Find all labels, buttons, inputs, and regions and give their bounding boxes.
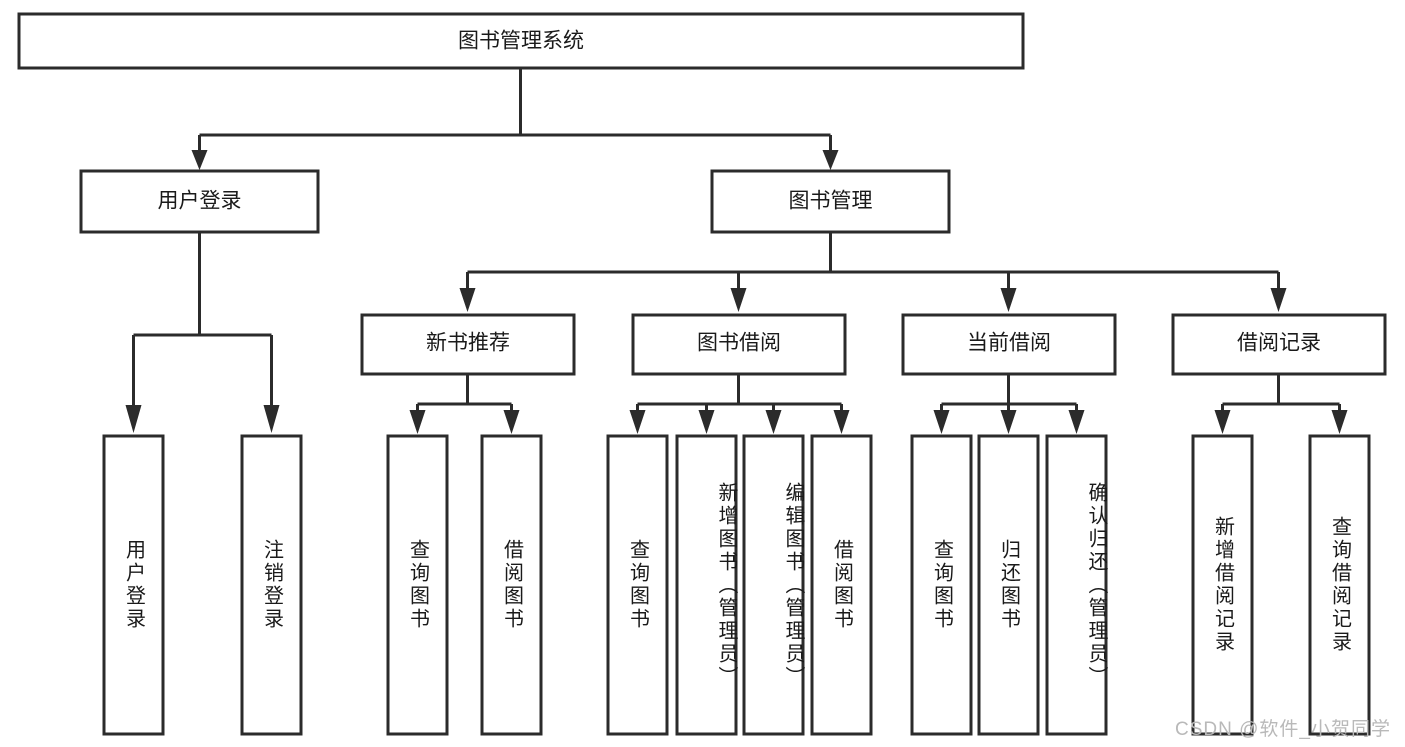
node-leaf-recommend-2[interactable] [480,434,543,736]
node-borrow-record-label: 借阅记录 [1237,332,1321,355]
arrow-record-leaf-2 [1331,410,1348,434]
node-leaf-book-borrow-4[interactable] [810,434,873,736]
node-root[interactable] [17,12,1025,70]
node-current-borrow-label: 当前借阅 [967,332,1051,355]
node-leaf-book-borrow-2[interactable] [675,434,738,736]
arrow-userlogin-leaf-1 [125,405,142,433]
node-book-borrow-label: 图书借阅 [697,332,781,355]
arrow-record-leaf-1 [1214,410,1231,434]
node-borrow-record[interactable] [1171,313,1387,376]
arrow-borrow-leaf-2 [698,410,715,434]
node-book-manage-label: 图书管理 [789,190,873,213]
node-leaf-current-borrow-1[interactable] [910,434,973,736]
node-user-login-label: 用户登录 [158,190,242,213]
arrow-current-leaf-3 [1068,410,1085,434]
watermark-text: CSDN @软件_小贺同学 [1175,719,1391,740]
arrow-current-leaf-1 [933,410,950,434]
arrow-recommend-leaf-1 [409,410,426,434]
node-book-borrow[interactable] [631,313,847,376]
arrow-to-user-login [191,150,208,170]
arrow-to-book-borrow [730,288,747,312]
node-user-login[interactable] [79,169,320,234]
node-leaf-current-borrow-2[interactable] [977,434,1040,736]
node-leaf-recommend-1[interactable] [386,434,449,736]
arrow-recommend-leaf-2 [503,410,520,434]
node-leaf-user-login-2[interactable] [240,434,303,736]
node-current-borrow[interactable] [901,313,1117,376]
arrow-to-new-book-recommend [459,288,476,312]
arrow-borrow-leaf-4 [833,410,850,434]
arrow-to-borrow-record [1270,288,1287,312]
node-book-manage[interactable] [710,169,951,234]
nodes: 图书管理系统 用户登录 图书管理 新书推荐 图书借阅 当前借阅 借阅记录 [17,12,1387,736]
node-leaf-borrow-record-1[interactable] [1191,434,1254,736]
node-new-book-recommend[interactable] [360,313,576,376]
node-leaf-borrow-record-2[interactable] [1308,434,1371,736]
node-root-label: 图书管理系统 [458,30,584,53]
arrow-current-leaf-2 [1000,410,1017,434]
node-leaf-book-borrow-3[interactable] [742,434,805,736]
arrow-to-current-borrow [1000,288,1017,312]
node-leaf-user-login-1[interactable] [102,434,165,736]
arrow-to-book-manage [822,150,839,170]
connectors [125,69,1348,434]
arrow-borrow-leaf-3 [765,410,782,434]
node-new-book-recommend-label: 新书推荐 [426,332,510,355]
arrow-userlogin-leaf-2 [263,405,280,433]
node-leaf-book-borrow-1[interactable] [606,434,669,736]
node-leaf-current-borrow-3[interactable] [1045,434,1108,736]
arrow-borrow-leaf-1 [629,410,646,434]
